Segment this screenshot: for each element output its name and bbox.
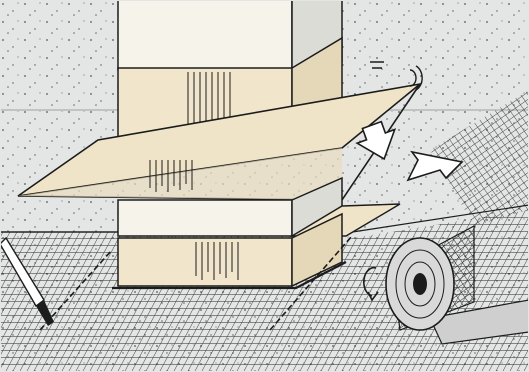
lower-column-front bbox=[118, 200, 292, 236]
lower-block-front bbox=[118, 238, 292, 286]
upper-column-front bbox=[118, 0, 292, 70]
